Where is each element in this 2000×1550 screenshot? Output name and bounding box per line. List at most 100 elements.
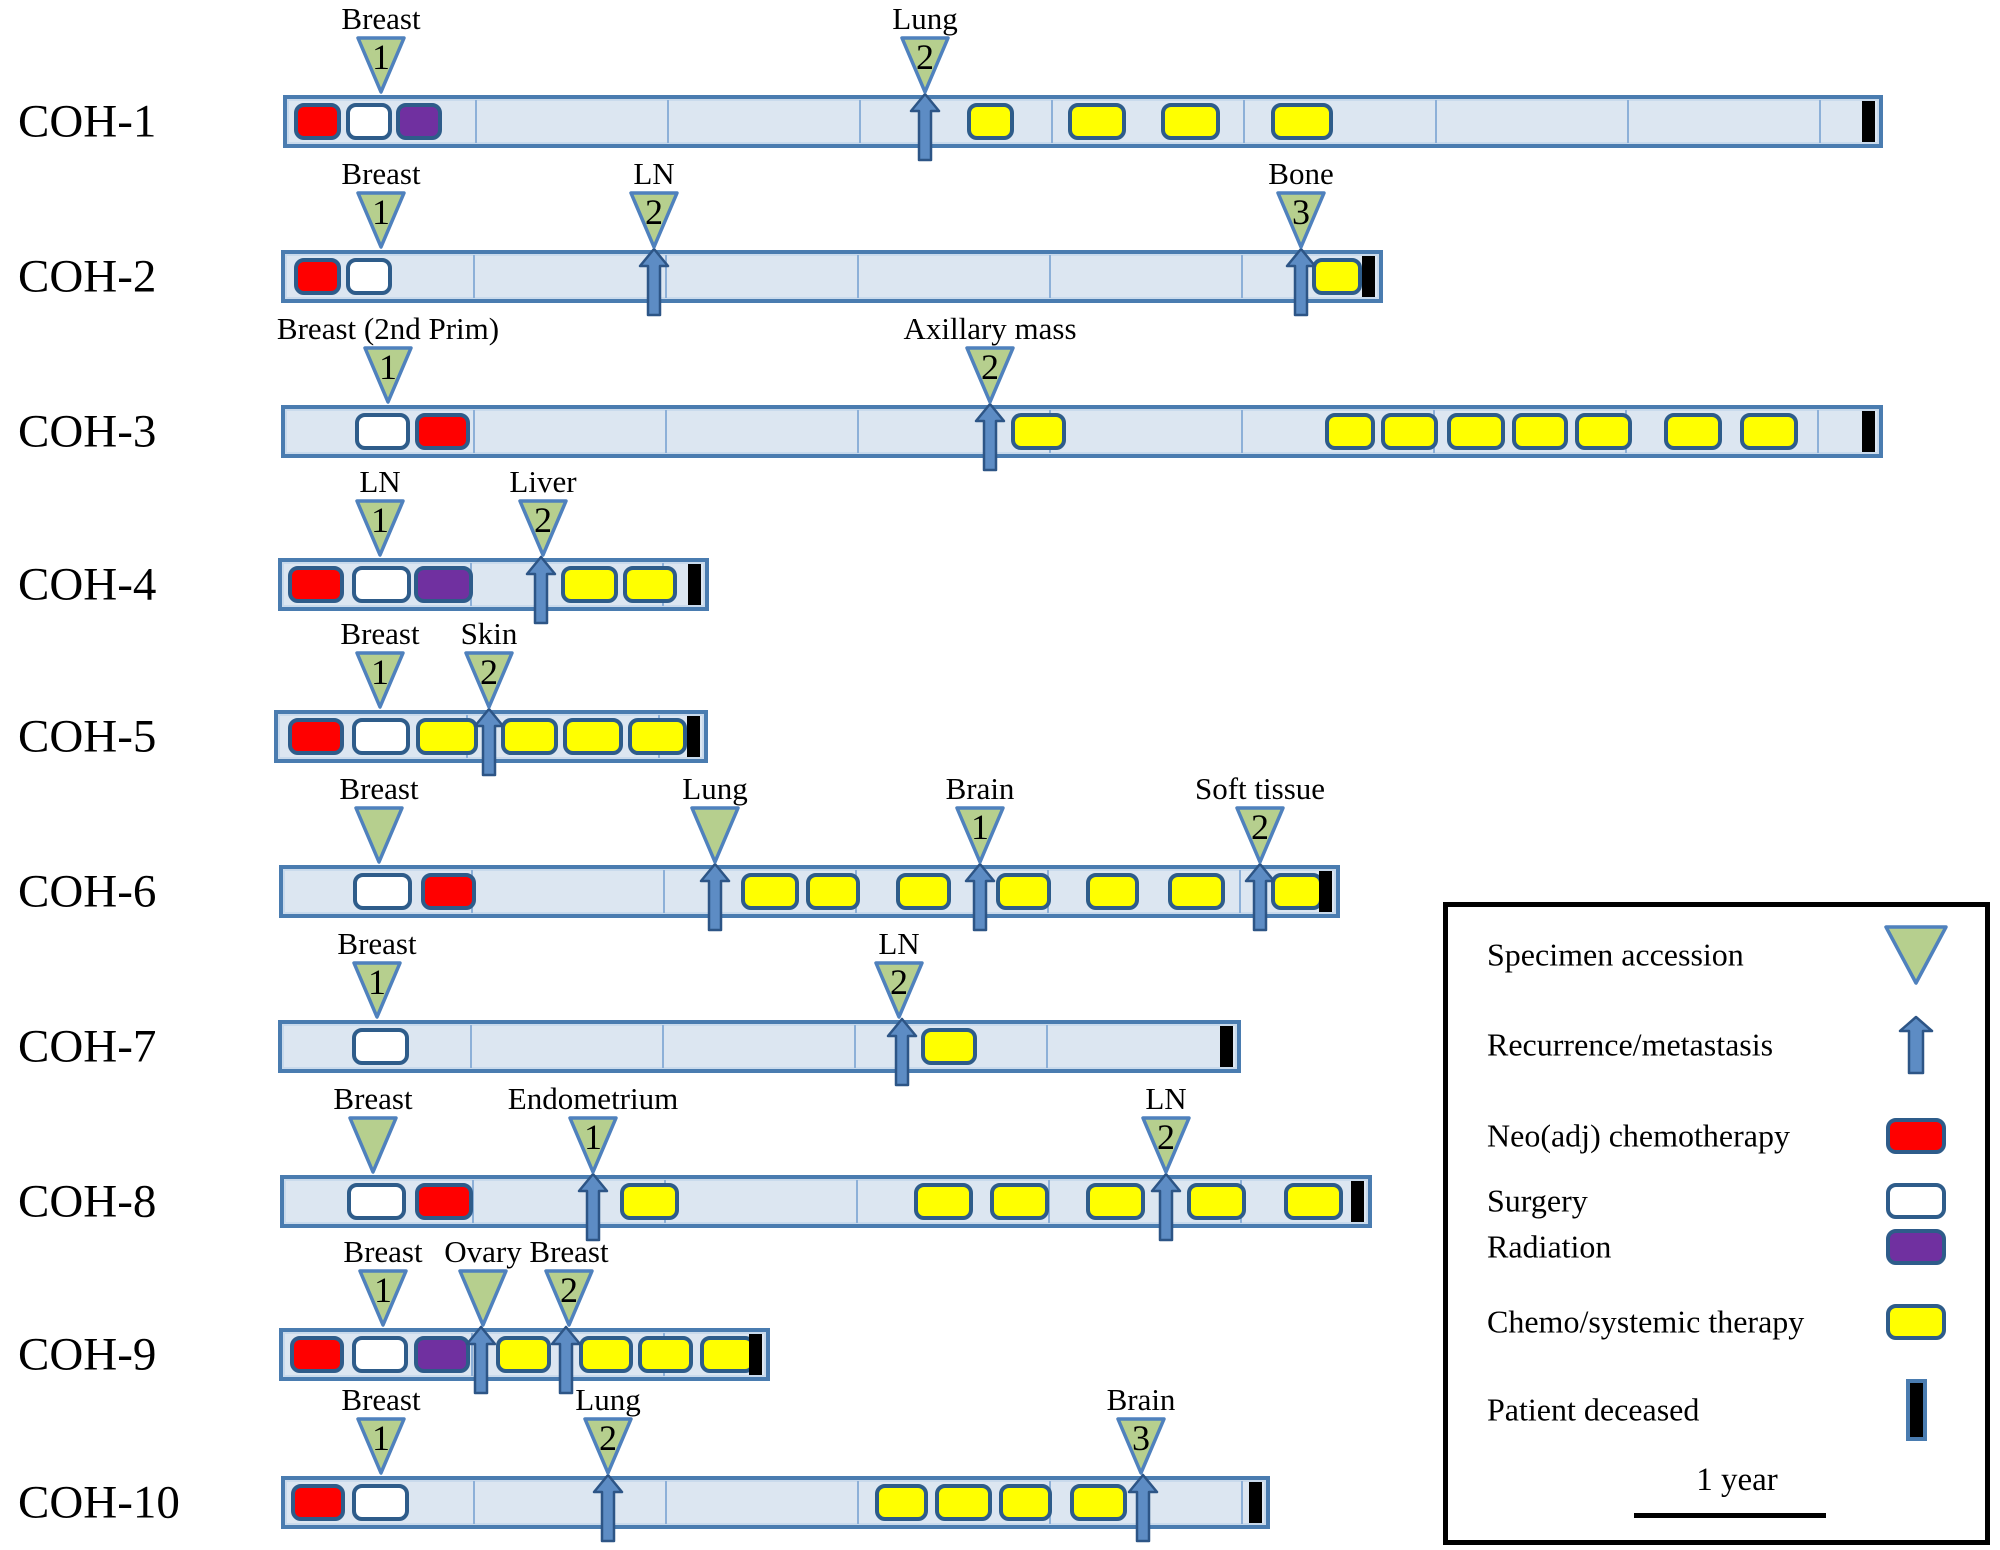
specimen-triangle-icon xyxy=(1235,806,1285,864)
chemo-box xyxy=(1512,413,1568,450)
chemo-box xyxy=(996,873,1051,910)
year-tick xyxy=(475,100,477,143)
chemo-box xyxy=(896,873,951,910)
year-tick xyxy=(857,1481,859,1524)
recurrence-arrow-icon xyxy=(964,862,996,932)
patient-deceased-marker xyxy=(1220,1026,1233,1067)
specimen-triangle-icon xyxy=(1116,1417,1166,1475)
chemo-box xyxy=(967,103,1014,140)
surgery-box xyxy=(353,873,412,910)
specimen-site-label: LN xyxy=(633,156,675,191)
year-tick xyxy=(1046,1025,1048,1068)
year-tick xyxy=(857,255,859,298)
patient-deceased-marker xyxy=(749,1334,762,1375)
recurrence-arrow-icon xyxy=(974,402,1006,472)
chemo-box xyxy=(620,1183,679,1220)
row-label: COH-4 xyxy=(18,558,157,610)
neoadj_chemo-box xyxy=(294,258,341,295)
chemo-box xyxy=(501,718,558,755)
radiation-icon xyxy=(1886,1229,1946,1265)
chemo-box xyxy=(1068,103,1126,140)
patient-deceased-marker xyxy=(1362,256,1375,297)
row-label: COH-1 xyxy=(18,95,157,147)
specimen-site-label: Breast xyxy=(341,1,421,36)
specimen-site-label: Breast (2nd Prim) xyxy=(276,311,500,346)
recurrence-arrow-icon xyxy=(909,92,941,162)
chemo-box xyxy=(416,718,478,755)
specimen-triangle-icon xyxy=(518,499,568,557)
specimen-number: 2 xyxy=(981,347,999,387)
specimen-number: 3 xyxy=(1292,192,1310,232)
specimen-site-label: Brain xyxy=(945,771,1015,806)
row-label: COH-9 xyxy=(18,1328,157,1380)
legend-item-label: Radiation xyxy=(1487,1228,1612,1265)
specimen-triangle-icon xyxy=(583,1417,633,1475)
chemo-box xyxy=(1312,258,1362,295)
specimen-site-label: Soft tissue xyxy=(1194,771,1326,806)
specimen-number: 1 xyxy=(368,962,386,1002)
specimen-triangle-icon xyxy=(1884,925,1948,985)
year-tick xyxy=(1241,1481,1243,1524)
year-tick xyxy=(1817,410,1819,453)
chemo-box xyxy=(1325,413,1375,450)
recurrence-arrow-icon xyxy=(1150,1172,1182,1242)
specimen-triangle-icon xyxy=(348,1116,398,1174)
recurrence-arrow-icon xyxy=(886,1017,918,1087)
specimen-triangle-icon xyxy=(363,346,413,404)
timeline-bar xyxy=(281,250,1383,303)
chemo-box xyxy=(1070,1484,1127,1521)
specimen-number: 1 xyxy=(374,1270,392,1310)
year-tick xyxy=(1243,100,1245,143)
specimen-number: 2 xyxy=(890,962,908,1002)
year-tick xyxy=(1627,100,1629,143)
legend-item-label: Patient deceased xyxy=(1487,1391,1700,1428)
specimen-triangle-icon xyxy=(358,1269,408,1327)
radiation-box xyxy=(414,566,473,603)
specimen-site-label: Bone xyxy=(1268,156,1334,191)
chemo-box xyxy=(741,873,799,910)
year-tick xyxy=(662,1025,664,1068)
specimen-triangle-icon xyxy=(1276,191,1326,249)
recurrence-arrow-icon xyxy=(550,1325,582,1395)
year-tick xyxy=(472,1180,474,1223)
chemo-box xyxy=(990,1183,1049,1220)
year-tick xyxy=(856,1180,858,1223)
chemo-box xyxy=(1271,103,1333,140)
neoadj_chemo-box xyxy=(415,413,470,450)
recurrence-arrow-icon xyxy=(592,1473,624,1543)
year-tick xyxy=(470,1025,472,1068)
specimen-number: 1 xyxy=(584,1117,602,1157)
specimen-triangle-icon xyxy=(955,806,1005,864)
scale-bar-line xyxy=(1634,1513,1826,1518)
year-tick xyxy=(663,870,665,913)
year-tick xyxy=(1819,100,1821,143)
specimen-site-label: Axillary mass xyxy=(903,311,1077,346)
surgery-box xyxy=(346,258,392,295)
specimen-site-label: Breast xyxy=(339,771,419,806)
chemo-icon xyxy=(1886,1304,1946,1340)
specimen-number: 2 xyxy=(560,1270,578,1310)
neoadj_chemo-box xyxy=(290,1336,344,1373)
chemo-box xyxy=(563,718,623,755)
year-tick xyxy=(665,1481,667,1524)
specimen-site-label: Breast xyxy=(341,156,421,191)
chemo-box xyxy=(1086,873,1139,910)
chemo-box xyxy=(700,1336,755,1373)
year-tick xyxy=(473,410,475,453)
specimen-number: 2 xyxy=(1251,807,1269,847)
specimen-site-label: Breast xyxy=(341,1382,421,1417)
chemo-box xyxy=(1740,413,1798,450)
specimen-site-label: Lung xyxy=(575,1382,641,1417)
specimen-site-label: Skin xyxy=(460,616,518,651)
row-label: COH-3 xyxy=(18,405,157,457)
recurrence-arrow-icon xyxy=(577,1172,609,1242)
chemo-box xyxy=(638,1336,693,1373)
timeline-bar xyxy=(278,1020,1241,1073)
recurrence-arrow-icon xyxy=(465,1325,497,1395)
patient-deceased-marker xyxy=(1351,1181,1364,1222)
specimen-site-label: Brain xyxy=(1106,1382,1176,1417)
year-tick xyxy=(1435,100,1437,143)
chemo-box xyxy=(1447,413,1505,450)
specimen-site-label: Lung xyxy=(892,1,958,36)
specimen-site-label: Ovary xyxy=(444,1234,522,1269)
